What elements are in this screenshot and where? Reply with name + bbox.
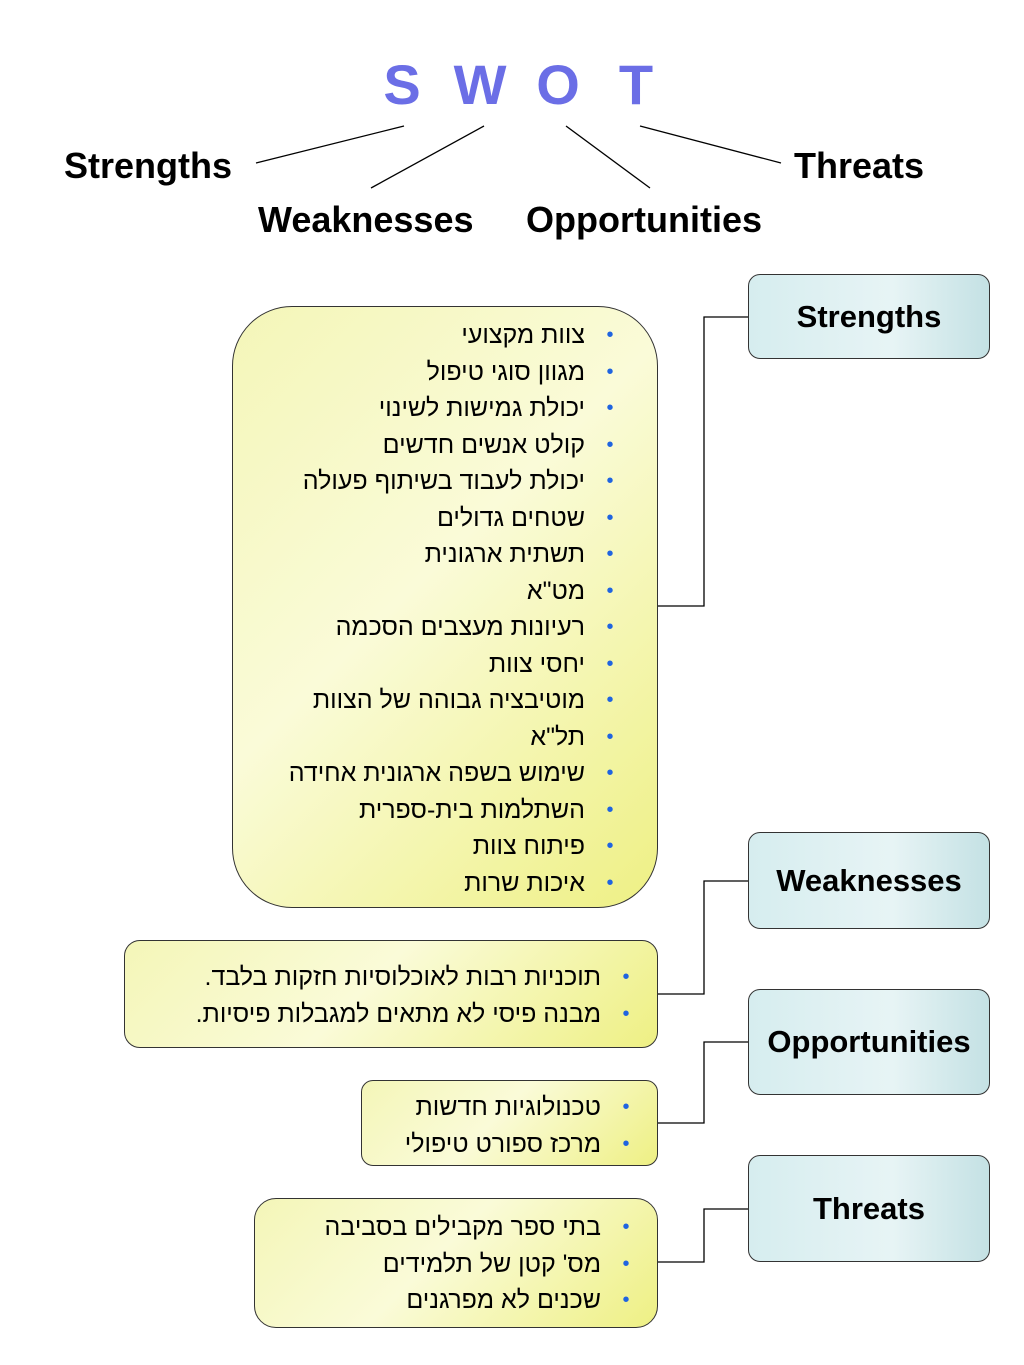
bullet-icon: •	[606, 433, 614, 456]
list-item: •מבנה פיסי לא מתאים למגבלות פיסיות.	[135, 996, 639, 1033]
bullet-icon: •	[606, 689, 614, 711]
list-item: •יכולת גמישות לשינוי	[253, 390, 623, 427]
header-box-weaknesses: Weaknesses	[748, 832, 990, 929]
weaknesses-list-box: •תוכניות רבות לאוכלוסיות חזקות בלבד. •מב…	[124, 940, 658, 1048]
bullet-icon: •	[622, 966, 630, 988]
opportunities-list-box: •טכנולוגיות חדשות •מרכז ספורט טיפולי	[361, 1080, 658, 1166]
bullet-icon: •	[622, 1252, 630, 1275]
threats-list-box: •בתי ספר מקבילים בסביבה •מס' קטן של תלמי…	[254, 1198, 658, 1328]
list-item: •שטחים גדולים	[253, 500, 623, 537]
bullet-icon: •	[606, 324, 614, 346]
acronym-word-weaknesses: Weaknesses	[258, 199, 474, 240]
bullet-icon: •	[622, 1216, 630, 1238]
letter-w: W	[453, 53, 509, 116]
bracket-weaknesses	[658, 880, 748, 995]
list-item: •יכולת לעבוד בשיתוף פעולה	[253, 463, 623, 500]
bullet-icon: •	[606, 798, 614, 821]
connector-s	[255, 125, 405, 164]
bullet-icon: •	[606, 543, 614, 565]
letter-t: T	[618, 53, 656, 116]
acronym-word-opportunities: Opportunities	[526, 199, 762, 240]
bullet-icon: •	[622, 1002, 630, 1025]
connector-o	[565, 125, 651, 189]
list-item: •קולט אנשים חדשים	[253, 427, 623, 464]
strengths-list-box: •צוות מקצועי •מגוון סוגי טיפול •יכולת גמ…	[232, 306, 658, 908]
list-item: •איכות שרות	[253, 865, 623, 902]
bullet-icon: •	[606, 470, 614, 492]
list-item: •צוות מקצועי	[253, 317, 623, 354]
connector-t	[639, 125, 782, 164]
list-item: •שימוש בשפה ארגונית אחידה	[253, 755, 623, 792]
header-box-strengths: Strengths	[748, 274, 990, 359]
list-item: •מגוון סוגי טיפול	[253, 354, 623, 391]
opportunities-list: •טכנולוגיות חדשות •מרכז ספורט טיפולי	[372, 1089, 639, 1162]
list-item: •תוכניות רבות לאוכלוסיות חזקות בלבד.	[135, 959, 639, 996]
bullet-icon: •	[606, 616, 614, 638]
bullet-icon: •	[606, 360, 614, 383]
list-item: •השתלמות בית-ספרית	[253, 792, 623, 829]
header-box-opportunities: Opportunities	[748, 989, 990, 1095]
connector-w	[370, 125, 485, 189]
bullet-icon: •	[622, 1132, 630, 1155]
bullet-icon: •	[622, 1096, 630, 1118]
list-item: •מוטיבציה גבוהה של הצוות	[253, 682, 623, 719]
list-item: •יחסי צוות	[253, 646, 623, 683]
bullet-icon: •	[606, 762, 614, 784]
acronym-word-strengths: Strengths	[64, 145, 233, 186]
bullet-icon: •	[606, 579, 614, 602]
bullet-icon: •	[606, 506, 614, 529]
list-item: •תשתית ארגונית	[253, 536, 623, 573]
strengths-list: •צוות מקצועי •מגוון סוגי טיפול •יכולת גמ…	[253, 317, 623, 901]
bullet-icon: •	[622, 1289, 630, 1311]
bullet-icon: •	[606, 725, 614, 748]
list-item: •תל"א	[253, 719, 623, 756]
acronym-word-threats: Threats	[794, 145, 925, 186]
list-item: •מט"א	[253, 573, 623, 610]
list-item: •טכנולוגיות חדשות	[372, 1089, 639, 1126]
header-box-threats: Threats	[748, 1155, 990, 1262]
list-item: •מרכז ספורט טיפולי	[372, 1126, 639, 1163]
bracket-opportunities	[658, 1041, 748, 1124]
list-item: •בתי ספר מקבילים בסביבה	[265, 1209, 639, 1246]
bullet-icon: •	[606, 871, 614, 894]
threats-list: •בתי ספר מקבילים בסביבה •מס' קטן של תלמי…	[265, 1209, 639, 1319]
list-item: •מס' קטן של תלמידים	[265, 1246, 639, 1283]
list-item: •פיתוח צוות	[253, 828, 623, 865]
bracket-strengths	[658, 316, 748, 607]
letter-s: S	[383, 53, 423, 116]
bracket-threats	[658, 1208, 748, 1263]
list-item: •שכנים לא מפרגנים	[265, 1282, 639, 1319]
bullet-icon: •	[606, 652, 614, 675]
bullet-icon: •	[606, 835, 614, 857]
letter-o: O	[536, 53, 582, 116]
list-item: •רעיונות מעצבים הסכמה	[253, 609, 623, 646]
weaknesses-list: •תוכניות רבות לאוכלוסיות חזקות בלבד. •מב…	[135, 959, 639, 1032]
bullet-icon: •	[606, 397, 614, 419]
